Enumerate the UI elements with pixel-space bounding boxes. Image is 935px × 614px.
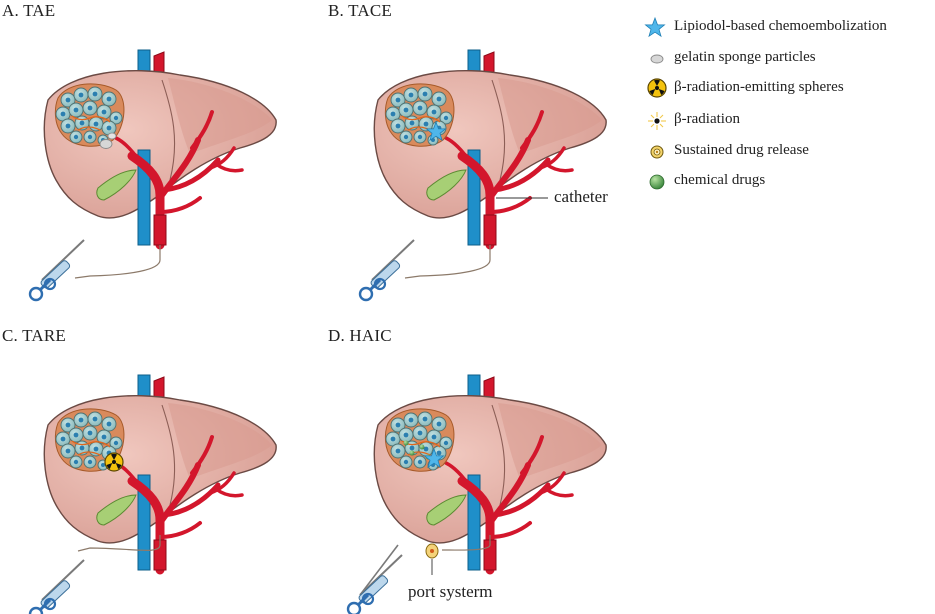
legend-icons — [645, 17, 667, 190]
panel-title-d: D. HAIC — [328, 326, 392, 345]
legend-label-lipiodol: Lipiodol-based chemoembolization — [674, 18, 887, 34]
panel-a-catheter-syringe — [28, 238, 86, 302]
gelatin-sponge-particle-icon — [99, 132, 117, 149]
green-sphere-icon — [649, 174, 665, 190]
legend-label-beta-spheres: β-radiation-emitting spheres — [674, 79, 844, 95]
legend-label-gelatin: gelatin sponge particles — [674, 49, 816, 65]
panel-d-illustration — [374, 375, 606, 575]
panel-a-illustration — [44, 50, 276, 279]
target-ring-icon — [650, 145, 664, 159]
legend-label-beta-radiation: β-radiation — [674, 111, 740, 127]
port-system-label: port systerm — [408, 582, 493, 601]
panel-title-b: B. TACE — [328, 1, 392, 20]
radiation-sphere-icon — [647, 78, 667, 98]
panel-d-syringe — [346, 544, 404, 614]
panel-c-catheter-syringe — [28, 558, 86, 614]
port-system-icon — [425, 543, 439, 559]
panel-c-illustration — [44, 375, 276, 570]
catheter-label: catheter — [554, 187, 608, 206]
legend-label-chemical-drugs: chemical drugs — [674, 172, 766, 188]
burst-dot-icon — [648, 112, 666, 130]
panel-title-c: C. TARE — [2, 326, 66, 345]
panel-b-catheter-syringe — [358, 238, 416, 302]
legend-label-sustained-release: Sustained drug release — [674, 142, 809, 158]
radiation-sphere-marker-icon — [104, 452, 124, 472]
blue-star-icon — [645, 17, 665, 37]
panel-title-a: A. TAE — [2, 1, 56, 20]
gray-particle-icon — [650, 54, 664, 64]
